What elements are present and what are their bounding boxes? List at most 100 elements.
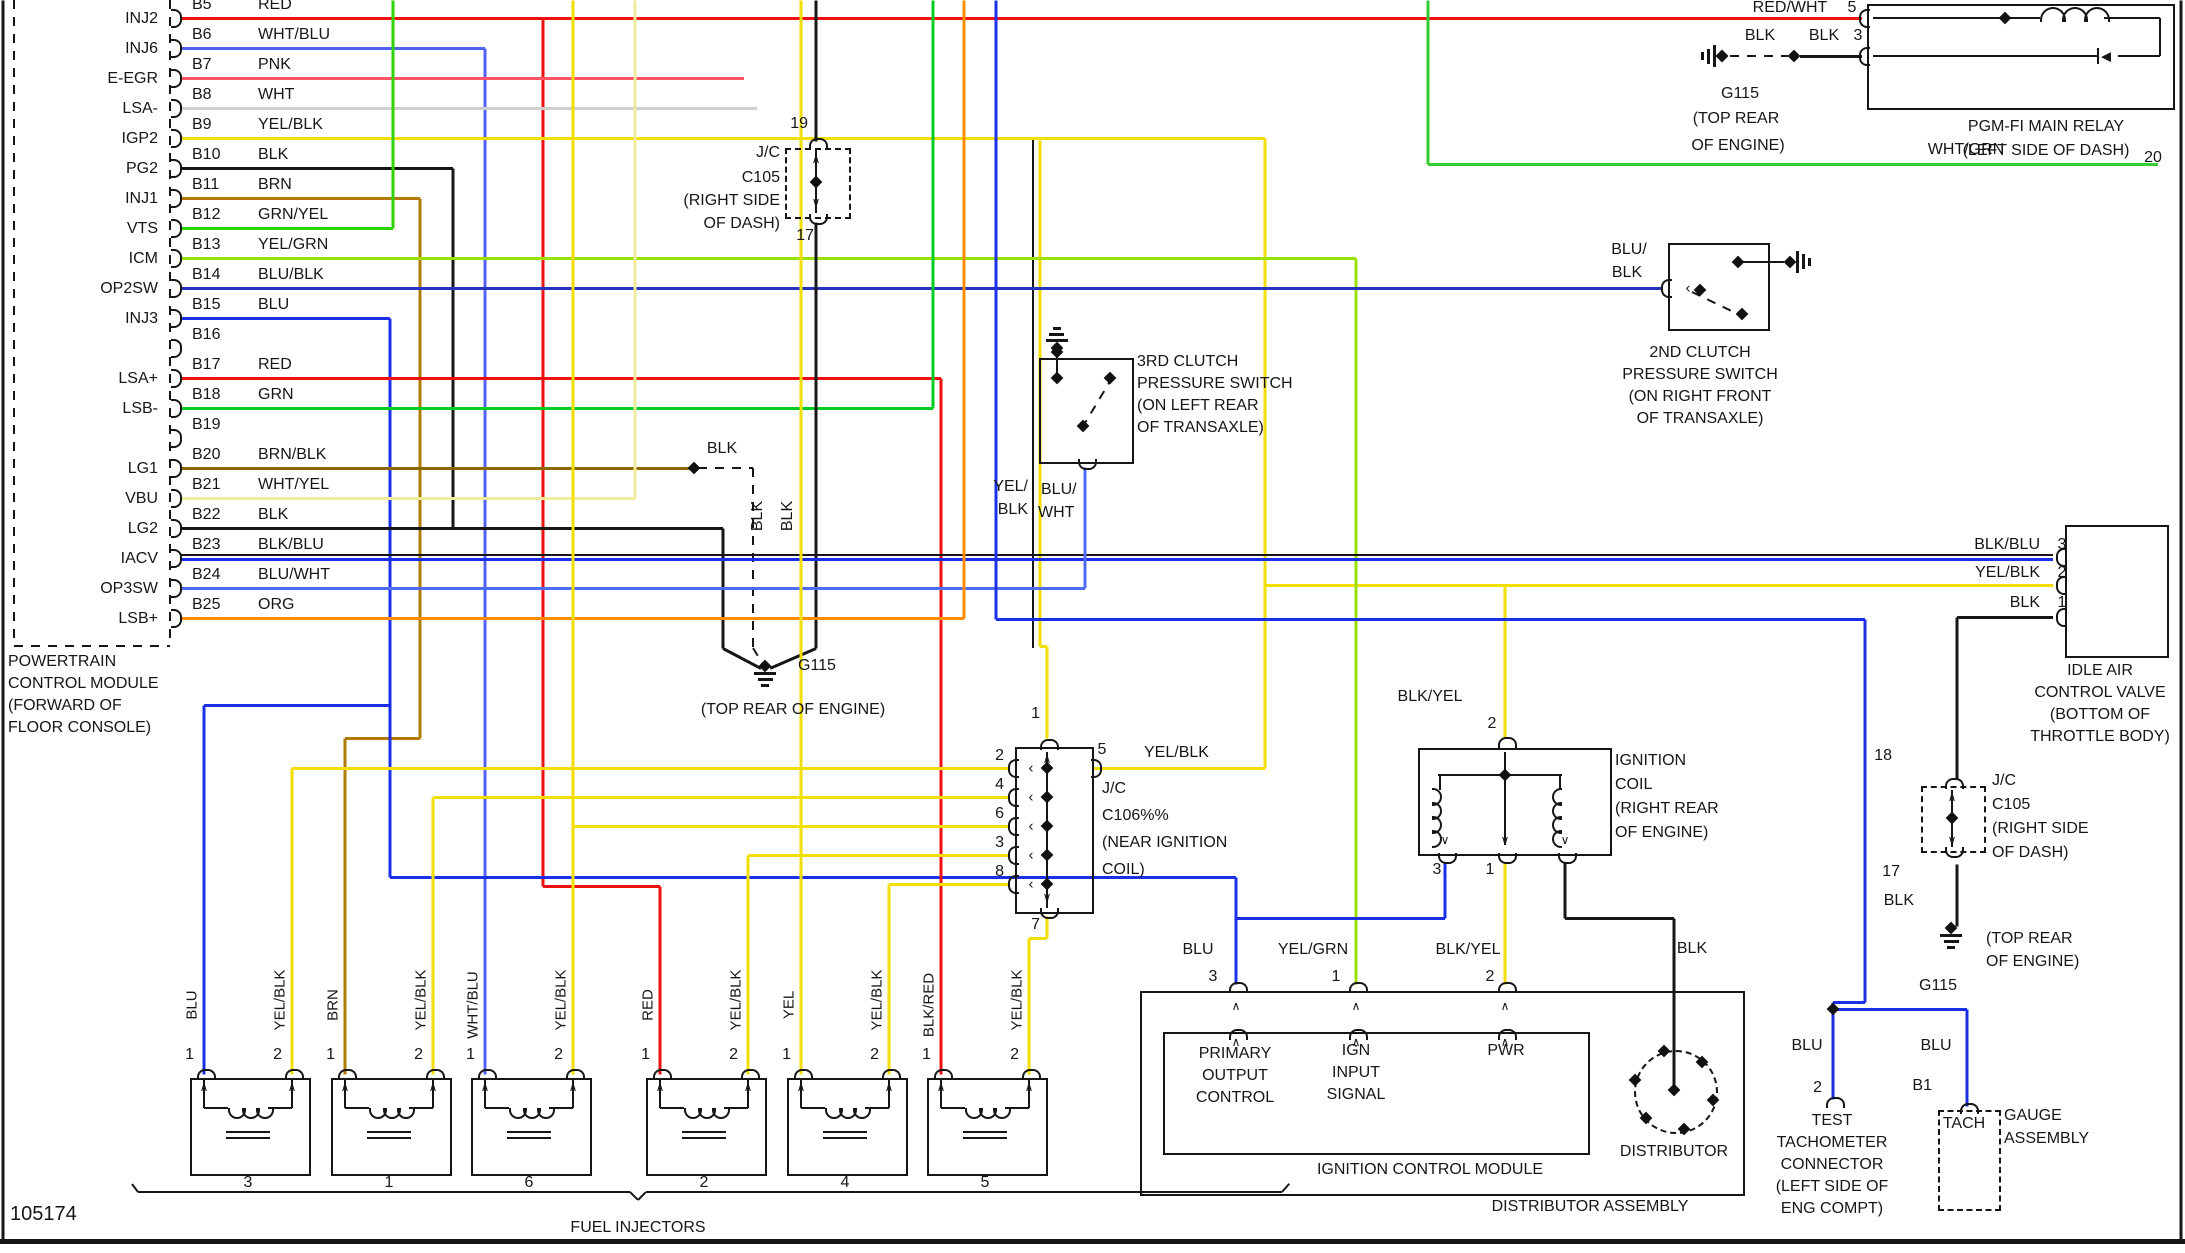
ground-bar [754,672,776,675]
diagram-label: IGN [1341,1042,1371,1059]
pcm-pin-id: B19 [192,416,221,433]
injector-internal-line [432,1078,434,1108]
diagram-label: POWERTRAIN [8,653,117,670]
symbol-glyph: ∨ [1560,833,1570,847]
pcm-pin-connector [171,39,182,58]
diagram-label: PRIMARY [1198,1045,1272,1062]
symbol-glyph: ◀ [2101,48,2111,64]
diagram-label: BLK/YEL [1397,688,1463,705]
ground-bar [757,678,773,681]
diagram-label: 4 [995,776,1004,793]
pin-connector [284,1069,304,1080]
injector-internal-line [800,1078,802,1108]
diagram-label: GAUGE [2004,1107,2062,1124]
injector-internal-line [747,1078,749,1108]
pcm-pin-signal: PG2 [125,160,158,177]
wire-segment [1831,1002,1835,1099]
pcm-pin-wire-color: BLK/BLU [258,536,324,553]
diagram-label: COIL) [1102,861,1145,878]
pcm-pin-wire-color: YEL/GRN [258,236,329,253]
wire-segment [1354,258,1358,984]
wire-segment [1873,17,2040,19]
pin-connector [1021,1069,1041,1080]
pcm-pin-id: B11 [192,176,220,193]
wire-segment [14,645,170,647]
pin-connector [1497,1029,1517,1040]
wire-segment [1029,936,1047,940]
pin-connector [2055,576,2067,595]
diagram-label: BLU/ [1041,481,1077,498]
wire-segment [748,853,1008,857]
pcm-pin-connector [171,249,182,268]
wire-segment [180,106,757,110]
diagram-label: YEL/BLK [1975,564,2040,581]
injector-internal-line [345,1107,369,1109]
wire-segment [887,884,891,1074]
symbol-glyph: ∧ [1351,1035,1361,1049]
pcm-pin-wire-color: BRN/BLK [258,446,327,463]
symbol-glyph: ‹ [1028,875,1034,893]
wire-segment [1863,619,1867,1002]
pcm-pin-connector [171,489,182,508]
pcm-pin-connector [171,609,182,628]
pin-connector [1858,47,1870,66]
injector-wire-color: BLU [183,990,201,1020]
pcm-pin-wire-color: RED [258,0,292,13]
diagram-label: BLU/ [1611,241,1647,258]
injector-pin-number: 2 [729,1046,738,1063]
pcm-pin-id: B25 [192,596,221,613]
diagram-label: BLK [1808,27,1840,44]
pin-connector [1660,279,1672,298]
diagram-label: 3 [1432,861,1442,878]
pin-connector [1959,1103,1979,1114]
pcm-pin-wire-color: PNK [258,56,291,73]
diagram-label: (ON RIGHT FRONT [1628,388,1772,405]
ground-bar [1802,254,1805,270]
pcm-pin-signal: LG2 [127,520,158,537]
injector-internal-line [865,1107,889,1109]
symbol-glyph: ∨ [1440,833,1450,847]
wire-segment [180,196,420,200]
symbol-glyph: ∧ [1231,1035,1241,1049]
injector-internal-line [226,1131,270,1133]
wire-segment [698,467,753,469]
wire-segment [1957,615,2053,619]
diagram-label: 1 [1485,861,1495,878]
diagram-label: OF DASH) [1992,844,2069,861]
wire-segment [1730,55,1788,57]
diagram-label: J/C [1992,772,2016,789]
injector-internal-line [204,1107,228,1109]
diagram-label: BLK/YEL [1435,941,1501,958]
wire-segment [180,466,692,470]
injector-number: 2 [699,1174,709,1191]
pin-connector [196,1069,216,1080]
diagram-label: TACH [1942,1115,1986,1132]
diagram-label: BLK [1676,940,1708,957]
wire-segment [180,316,390,320]
pin-connector [1497,853,1517,864]
diagram-label: IGNITION [1615,752,1687,769]
injector-internal-line [549,1107,573,1109]
fuel-injector-5 [927,1078,1048,1176]
jc-c105-right [1921,786,1986,853]
pcm-pin-wire-color: RED [258,356,292,373]
pin-connector [1228,982,1248,993]
diagram-label: CONNECTOR [1780,1156,1884,1173]
wire-segment [939,378,943,1074]
pin-connector [1039,908,1059,919]
diagram-label: TACHOMETER [1776,1134,1888,1151]
pcm-pin-signal: E-EGR [107,70,158,87]
injector-wire-color: YEL/BLK [1008,969,1026,1031]
injector-number: 5 [980,1174,990,1191]
symbol-glyph: ‹ [1028,817,1034,835]
pin-connector [1228,1029,1248,1040]
pcm-pin-id: B18 [192,386,221,403]
diagram-label: 17 [796,227,814,244]
pcm-pin-signal: IGP2 [121,130,158,147]
symbol-glyph: ∨ [1947,833,1957,847]
injector-internal-line [801,1107,825,1109]
symbol-glyph: ∧ [1351,999,1361,1013]
symbol-glyph: ‹ [1028,788,1034,806]
wire-segment [180,76,744,80]
pcm-pin-connector [171,429,182,448]
